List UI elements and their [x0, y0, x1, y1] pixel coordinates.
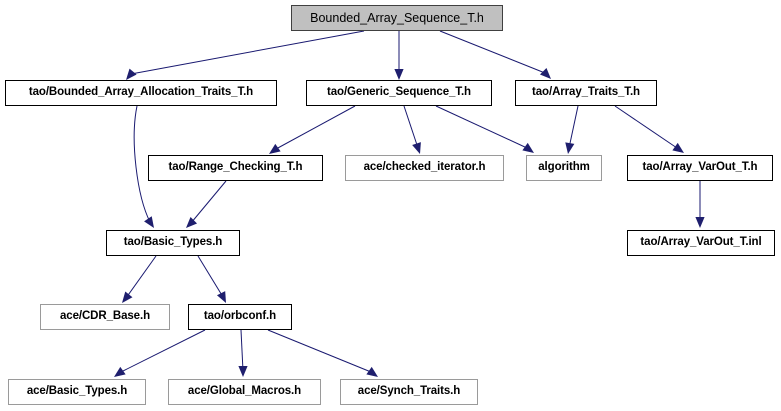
- edge-arrowhead: [238, 366, 248, 377]
- dependency-edge: [403, 105, 421, 154]
- edge-arrowhead: [539, 67, 551, 79]
- dependency-edge: [565, 105, 579, 154]
- graph-node-label: tao/Array_Traits_T.h: [532, 86, 640, 99]
- dependency-edge: [238, 329, 248, 377]
- edge-arrowhead: [144, 216, 154, 228]
- edge-arrowhead: [126, 68, 137, 80]
- edge-arrowhead: [114, 366, 126, 377]
- edge-arrowhead: [394, 69, 404, 80]
- graph-node-chkiter[interactable]: ace/checked_iterator.h: [345, 155, 504, 181]
- dependency-edge: [197, 255, 226, 303]
- dependency-edge: [394, 31, 404, 80]
- graph-node-label: ace/checked_iterator.h: [363, 161, 486, 174]
- edge-arrowhead: [695, 217, 705, 228]
- graph-node-label: ace/Basic_Types.h: [26, 385, 128, 398]
- graph-node-globalmacro[interactable]: ace/Global_Macros.h: [168, 379, 321, 405]
- edge-arrowhead: [565, 142, 575, 154]
- edge-arrowhead: [186, 216, 198, 228]
- graph-node-range[interactable]: tao/Range_Checking_T.h: [148, 155, 323, 181]
- graph-node-varout[interactable]: tao/Array_VarOut_T.h: [627, 155, 773, 181]
- dependency-edge: [439, 30, 551, 79]
- dependency-edge: [269, 105, 356, 154]
- dependency-edge: [695, 181, 705, 228]
- edge-arrowhead: [412, 142, 421, 154]
- graph-node-label: ace/CDR_Base.h: [59, 310, 150, 323]
- graph-node-synchtraits[interactable]: ace/Synch_Traits.h: [340, 379, 478, 405]
- graph-node-label: algorithm: [538, 161, 590, 174]
- dependency-edge: [186, 180, 227, 228]
- graph-node-orbconf[interactable]: tao/orbconf.h: [188, 304, 292, 330]
- graph-node-arrtraits[interactable]: tao/Array_Traits_T.h: [515, 80, 657, 106]
- dependency-edge: [126, 30, 365, 80]
- graph-node-label: tao/Bounded_Array_Allocation_Traits_T.h: [28, 86, 254, 99]
- graph-node-algorithm[interactable]: algorithm: [526, 155, 602, 181]
- graph-node-label: Bounded_Array_Sequence_T.h: [310, 10, 484, 25]
- edge-arrowhead: [269, 143, 281, 154]
- dependency-edge: [435, 105, 534, 153]
- edge-arrowhead: [672, 142, 684, 153]
- edge-arrowhead: [122, 291, 133, 303]
- dependency-edge: [614, 105, 684, 153]
- graph-node-label: ace/Synch_Traits.h: [357, 385, 461, 398]
- graph-node-basictypes[interactable]: tao/Basic_Types.h: [106, 230, 240, 256]
- graph-node-label: tao/Range_Checking_T.h: [168, 161, 303, 174]
- graph-node-alloc[interactable]: tao/Bounded_Array_Allocation_Traits_T.h: [5, 80, 277, 106]
- edge-arrowhead: [522, 142, 534, 153]
- dependency-edge: [122, 255, 157, 303]
- graph-node-label: tao/orbconf.h: [203, 310, 277, 323]
- graph-node-cdrbase[interactable]: ace/CDR_Base.h: [40, 304, 170, 330]
- graph-node-label: tao/Array_VarOut_T.h: [642, 161, 758, 174]
- graph-node-root[interactable]: Bounded_Array_Sequence_T.h: [291, 5, 503, 31]
- graph-node-varoutinl[interactable]: tao/Array_VarOut_T.inl: [627, 230, 775, 256]
- graph-node-label: tao/Generic_Sequence_T.h: [327, 86, 471, 99]
- graph-node-label: ace/Global_Macros.h: [187, 385, 302, 398]
- graph-node-label: tao/Array_VarOut_T.inl: [640, 236, 762, 249]
- graph-node-acebasic[interactable]: ace/Basic_Types.h: [8, 379, 146, 405]
- dependency-edge: [267, 329, 378, 377]
- graph-node-genseq[interactable]: tao/Generic_Sequence_T.h: [306, 80, 492, 106]
- graph-node-label: tao/Basic_Types.h: [123, 236, 223, 249]
- edge-arrowhead: [216, 291, 226, 303]
- dependency-edge: [114, 329, 206, 377]
- edge-arrowhead: [366, 366, 378, 377]
